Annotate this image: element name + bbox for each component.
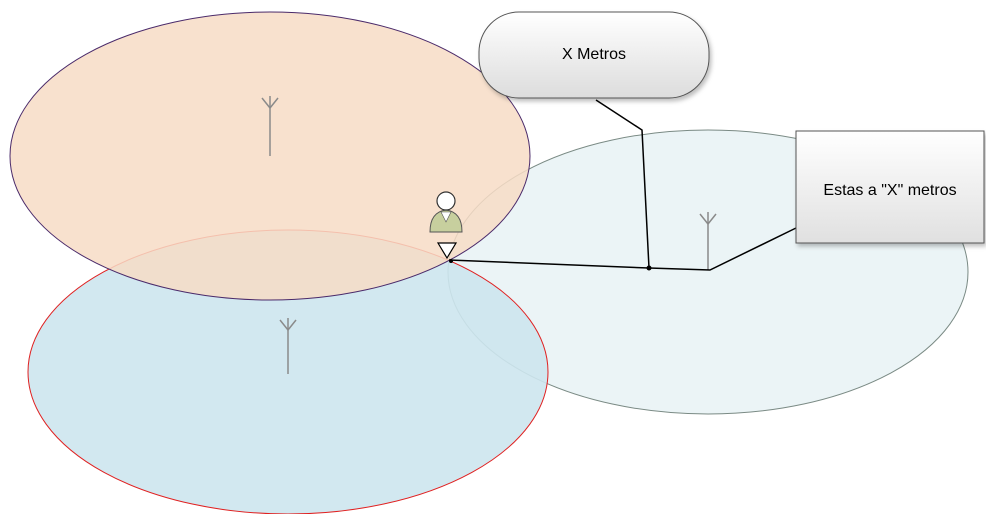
callout-x-metros (478, 11, 710, 99)
antenna-icon (699, 212, 717, 270)
line-junction-dot (646, 265, 652, 271)
person-icon (429, 191, 463, 233)
callout-pointer-top (595, 99, 650, 269)
line-start-dot (449, 259, 453, 263)
distance-line (448, 227, 797, 271)
triangle-marker-icon (436, 242, 458, 260)
antenna-icon (261, 96, 279, 156)
callout-x-metros-label: X Metros (562, 46, 626, 63)
callout-estas-label: Estas a "X" metros (823, 182, 956, 199)
antenna-icon (279, 318, 297, 374)
callout-estas-a-x-metros (795, 130, 985, 244)
